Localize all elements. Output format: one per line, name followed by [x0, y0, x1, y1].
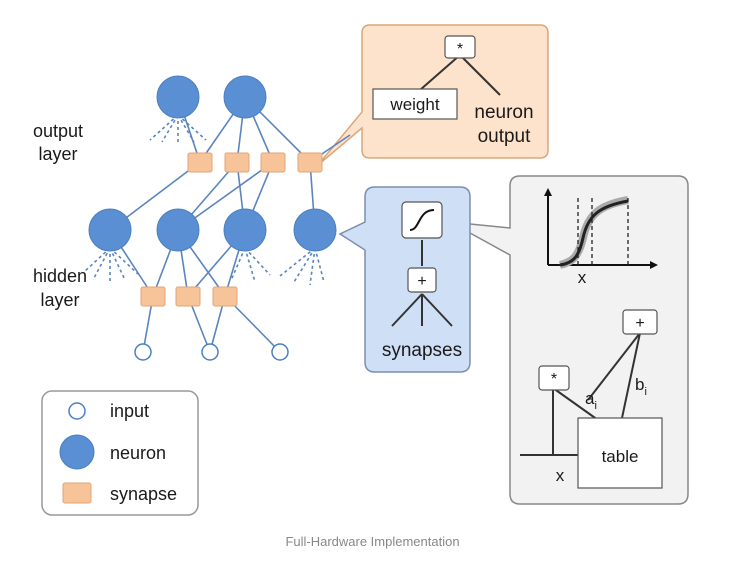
- weight-label: weight: [389, 95, 439, 114]
- output-neuron-1: [156, 75, 200, 119]
- output-synapse-4: [297, 152, 323, 173]
- neuron-output-label-1: neuron: [474, 102, 533, 123]
- multiply-operator-box: [444, 35, 476, 59]
- hardware-callout: x + * ai bi table x: [449, 175, 689, 505]
- legend-input-icon: [68, 402, 86, 420]
- output-neuron-2: [223, 75, 267, 119]
- synapses-label: synapses: [382, 340, 462, 361]
- adder-box: [622, 309, 658, 335]
- hidden-layer-label-1: hidden: [33, 266, 87, 286]
- synapse-callout: + synapses: [338, 186, 471, 373]
- lookup-table-box: [577, 417, 663, 489]
- legend-synapse-icon: [62, 482, 92, 504]
- legend: input neuron synapse: [41, 390, 199, 516]
- wire-add-to-mul: [587, 332, 641, 401]
- output-layer-label-1: output: [33, 121, 83, 141]
- output-synapse-1: [187, 152, 213, 173]
- adder-symbol: +: [635, 315, 644, 332]
- neuron-output-label-2: output: [478, 126, 532, 147]
- output-layer-label-2: layer: [38, 144, 77, 164]
- synapse-input-wire-1: [391, 293, 423, 327]
- multiplier-box: [538, 365, 570, 391]
- sigmoid-curve: [559, 199, 629, 267]
- sigmoid-icon: [409, 209, 435, 231]
- synapse-adder-symbol: +: [417, 273, 426, 290]
- hidden-layer-label-2: layer: [40, 290, 79, 310]
- hidden-synapse-1: [140, 286, 166, 307]
- hidden-neuron-2: [156, 208, 200, 252]
- activation-function-box: [401, 201, 443, 239]
- hidden-neuron-3: [223, 208, 267, 252]
- synapse-adder-box: [407, 267, 437, 293]
- callout-edge-neuron-output: [459, 54, 501, 96]
- legend-neuron-label: neuron: [110, 443, 166, 463]
- b-coefficient-label: bi: [635, 375, 647, 398]
- figure-caption: Full-Hardware Implementation: [285, 534, 460, 549]
- a-coefficient-label: ai: [585, 389, 597, 412]
- hidden-synapse-2: [175, 286, 201, 307]
- input-node-2: [201, 343, 219, 361]
- callout-edge-weight: [419, 54, 461, 91]
- wire-add-to-table: [621, 332, 641, 419]
- hidden-synapse-3: [212, 286, 238, 307]
- input-node-3: [271, 343, 289, 361]
- legend-neuron-icon: [59, 434, 95, 470]
- dashed-stubs: [83, 114, 325, 286]
- multiply-operator-symbol: *: [457, 41, 463, 58]
- output-synapse-3: [260, 152, 286, 173]
- hidden-neuron-1: [88, 208, 132, 252]
- synapse-input-wire-3: [421, 293, 453, 327]
- sigmoid-graph: x: [544, 188, 658, 287]
- output-callout: * weight neuron output: [317, 24, 549, 166]
- y-axis-arrow: [544, 188, 552, 196]
- hidden-neuron-4: [293, 208, 337, 252]
- neural-network: output layer hidden layer: [33, 75, 351, 361]
- x-axis-arrow: [650, 261, 658, 269]
- legend-synapse-label: synapse: [110, 484, 177, 504]
- multiplier-symbol: *: [551, 371, 557, 388]
- lookup-table-label: table: [602, 447, 639, 466]
- output-synapse-2: [224, 152, 250, 173]
- circuit-input-x-label: x: [556, 466, 565, 485]
- wire-mul-to-table: [552, 387, 599, 421]
- graph-x-label: x: [578, 268, 587, 287]
- input-node-1: [134, 343, 152, 361]
- legend-input-label: input: [110, 401, 149, 421]
- weight-box: [372, 88, 458, 120]
